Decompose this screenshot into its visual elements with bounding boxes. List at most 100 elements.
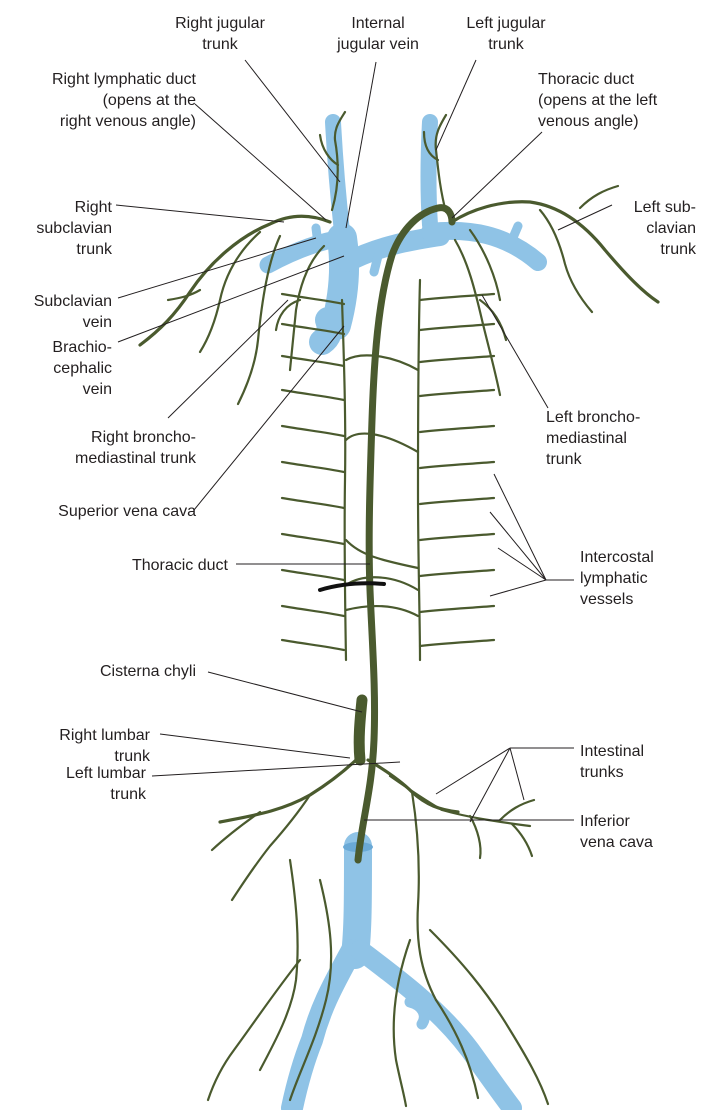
label-brachiocephalic-vein: Brachio-cephalic vein [52, 339, 112, 398]
leader-right-subclavian-trunk [116, 205, 284, 222]
intercostal-vessel-right [282, 570, 344, 580]
label-line: (opens at the [103, 92, 197, 109]
intercostal-vessel-left [420, 426, 494, 432]
left-bronchomediastinal-branch [480, 300, 506, 340]
leader-subclavian-vein [118, 238, 316, 298]
vein-stub-1 [316, 228, 318, 244]
label-thoracic-duct-mid: Thoracic duct [132, 557, 229, 574]
cisterna-chyli-shape [359, 700, 362, 760]
label-line: Intestinal [580, 743, 644, 760]
intercostal-vessel-right [282, 426, 344, 436]
left-leg-lymph-3 [394, 940, 410, 1106]
label-line: Right broncho- [91, 429, 196, 446]
right-leg-lymph-2 [208, 960, 300, 1100]
leader-right-lumbar-trunk [160, 734, 350, 758]
intercostal-vessel-right [282, 640, 344, 650]
label-line: vein [83, 314, 112, 331]
label-line: Right jugular [175, 15, 266, 32]
label-superior-vena-cava: Superior vena cava [58, 503, 196, 520]
leader-right-bronchomediastinal [168, 300, 288, 418]
intestinal-branch-2 [500, 800, 534, 820]
label-line: Right lumbar [59, 727, 150, 744]
label-line: Left jugular [466, 15, 546, 32]
label-line: Left broncho- [546, 409, 640, 426]
label-line: trunk [488, 36, 525, 53]
label-right-bronchomediastinal-trunk: Right broncho-mediastinal trunk [75, 429, 197, 467]
leader-left-subclavian-trunk [558, 205, 612, 230]
right-parasternal-chain [342, 300, 346, 660]
leader-left-jugular-trunk [436, 60, 476, 150]
label-line: Right lymphatic duct [52, 71, 197, 88]
right-subclavian-trunk-vessel [140, 216, 330, 345]
label-left-bronchomediastinal-trunk: Left broncho-mediastinal trunk [546, 409, 640, 468]
label-line: subclavian [36, 220, 112, 237]
label-internal-jugular-vein: Internaljugular vein [336, 15, 419, 53]
intercostal-vessel-left [420, 570, 494, 576]
label-inferior-vena-cava: Inferior vena cava [580, 813, 653, 851]
label-line: Left lumbar [66, 765, 147, 782]
intercostal-vessel-left [420, 534, 494, 540]
label-line: Subclavian [34, 293, 112, 310]
label-cisterna-chyli: Cisterna chyli [100, 663, 196, 680]
label-right-lumbar-trunk: Right lumbar trunk [59, 727, 151, 765]
intercostal-vessel-left [420, 498, 494, 504]
intercostal-vessel-left [420, 462, 494, 468]
label-line: vein [83, 381, 112, 398]
leader-internal-jugular-vein [346, 62, 376, 228]
intestinal-branch-3 [512, 824, 532, 856]
leader-right-lymphatic-duct [195, 104, 326, 220]
right-leg-lymph-1 [260, 860, 298, 1070]
leader-intercostal-fan [490, 474, 574, 596]
label-line: Inferior [580, 813, 630, 830]
label-line: vena cava [580, 834, 653, 851]
label-left-lumbar-trunk: Left lumbar trunk [66, 765, 147, 803]
label-line: trunk [76, 241, 113, 258]
label-line: Brachio- [52, 339, 112, 356]
diaphragm-mark [320, 583, 384, 590]
label-line: trunk [546, 451, 583, 468]
label-line: Right [75, 199, 113, 216]
intercostal-vessel-right [282, 462, 344, 472]
vein-stub-3 [374, 256, 378, 272]
vein-stub-2 [512, 226, 518, 240]
intercostal-vessel-left [420, 390, 494, 396]
label-left-jugular-trunk: Left jugular trunk [466, 15, 546, 53]
label-line: Thoracic duct [538, 71, 635, 88]
label-line: trunk [660, 241, 697, 258]
lymphatic-vessels [140, 112, 658, 1106]
label-line: venous angle) [538, 113, 639, 130]
left-arm-lymph-3 [580, 186, 618, 208]
intestinal-branch-1 [470, 816, 481, 858]
label-line: Internal [351, 15, 404, 32]
left-common-iliac-vein [360, 950, 512, 1108]
thoracic-lacing-5 [346, 355, 418, 370]
label-line: mediastinal [546, 430, 627, 447]
label-line: trunk [202, 36, 239, 53]
right-common-iliac-vein [292, 950, 352, 1108]
thoracic-lacing-4 [346, 434, 418, 452]
intestinal-trunk-vessel [390, 776, 530, 826]
intercostal-vessel-left [420, 640, 494, 646]
label-line: cephalic [53, 360, 112, 377]
leader-cisterna-chyli [208, 672, 362, 712]
label-line: right venous angle) [60, 113, 196, 130]
intercostal-vessel-left [420, 606, 494, 612]
intercostal-vessel-right [282, 606, 344, 616]
label-line: Left sub- [634, 199, 696, 216]
left-bronchomediastinal-vessel [455, 240, 500, 395]
left-internal-iliac-vein [410, 1002, 424, 1024]
label-line: vessels [580, 591, 633, 608]
label-line: mediastinal trunk [75, 450, 197, 467]
label-line: trunk [110, 786, 147, 803]
left-arm-lymph-1 [540, 210, 592, 312]
label-line: trunk [114, 748, 151, 765]
thoracic-lacing-3 [346, 606, 418, 616]
label-line: Intercostal [580, 549, 654, 566]
left-lumbar-branch-1 [412, 792, 436, 1000]
leader-superior-vena-cava [194, 326, 344, 510]
left-subclavian-vein [430, 231, 538, 262]
